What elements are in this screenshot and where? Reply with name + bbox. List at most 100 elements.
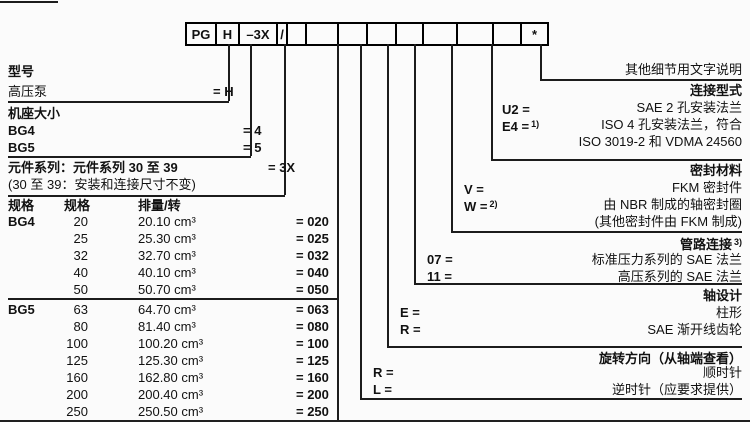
- connection-type-extra: ISO 3019-2 和 VDMA 24560: [578, 134, 742, 149]
- size-row-code: = 200: [296, 387, 329, 402]
- model-label: 高压泵: [8, 84, 48, 99]
- size-row-code: = 020: [296, 214, 329, 229]
- size-row-code: = 063: [296, 302, 329, 317]
- code-box-shaft: [366, 22, 397, 46]
- option-code: V =: [464, 182, 484, 197]
- divider-shaft: [387, 346, 742, 348]
- size-row-displacement: 162.80 cm³: [138, 370, 204, 385]
- shaft-option-desc: 柱形: [715, 305, 742, 320]
- option-code: U2 =: [502, 102, 530, 117]
- size-table-row: 125 125.30 cm³ = 125: [0, 353, 350, 369]
- size-row-displacement: 250.50 cm³: [138, 404, 204, 419]
- size-row-displacement: 100.20 cm³: [138, 336, 204, 351]
- divider-connection-type: [491, 159, 742, 161]
- code-box-seal: [422, 22, 458, 46]
- code-box-reserve: [492, 22, 522, 46]
- size-row-size: 100: [66, 336, 88, 351]
- rotation-option-label: L =: [373, 382, 392, 397]
- size-table-row: 80 81.40 cm³ = 080: [0, 319, 350, 335]
- rotation-option-desc: 逆时针（应要求提供）: [611, 382, 742, 397]
- size-row-code: = 040: [296, 265, 329, 280]
- size-table-row: 200 200.40 cm³ = 200: [0, 387, 350, 403]
- connector-line-other-details: [540, 44, 542, 79]
- divider-series: [8, 195, 285, 197]
- size-column-header: 规格: [64, 198, 91, 213]
- divider-size-groups: [8, 298, 338, 300]
- size-row-group: BG5: [8, 302, 35, 317]
- connector-line-rotation: [360, 44, 362, 398]
- size-row-size: 50: [73, 282, 88, 297]
- option-code: W =: [464, 199, 488, 214]
- connector-line-pipe: [414, 44, 416, 283]
- connection-type-option-desc: ISO 4 孔安装法兰，符合: [601, 117, 742, 132]
- size-table-row: 50 50.70 cm³ = 050: [0, 282, 350, 298]
- size-row-group: BG4: [8, 214, 35, 229]
- divider-other-details: [540, 79, 742, 81]
- size-row-displacement: 32.70 cm³: [138, 248, 196, 263]
- pipe-option-label: 07 =: [427, 252, 453, 267]
- size-row-code: = 080: [296, 319, 329, 334]
- code-box-size: [305, 22, 339, 46]
- code-box-pg: PG: [185, 22, 217, 46]
- size-row-code: = 160: [296, 370, 329, 385]
- connector-line-seal: [451, 44, 453, 231]
- page-bottom-border: [0, 420, 750, 422]
- size-table-row: 250 250.50 cm³ = 250: [0, 404, 350, 420]
- connector-line-connection-type: [491, 44, 493, 159]
- divider-model: [8, 101, 229, 103]
- section-title-text: 管路连接: [679, 237, 732, 252]
- code-box-connection-type: [456, 22, 494, 46]
- size-row-size: 160: [66, 370, 88, 385]
- model-section-title: 型号: [8, 64, 35, 79]
- model-value: = H: [213, 84, 234, 99]
- size-row-displacement: 64.70 cm³: [138, 302, 196, 317]
- seal-option-desc: 由 NBR 制成的轴密封圈: [603, 197, 742, 212]
- frame-size-value-bg5: = 5: [243, 140, 262, 155]
- code-box-other-details: *: [520, 22, 549, 46]
- shaft-option-desc: SAE 渐开线齿轮: [647, 322, 742, 337]
- size-table-row: 160 162.80 cm³ = 160: [0, 370, 350, 386]
- frame-size-label-bg5: BG5: [8, 140, 35, 155]
- shaft-option-label: R =: [400, 322, 421, 337]
- size-row-size: 125: [66, 353, 88, 368]
- size-section-title: 规格: [8, 198, 35, 213]
- seal-material-extra: (其他密封件由 FKM 制成): [594, 214, 742, 229]
- code-box-pump-type: H: [215, 22, 240, 46]
- series-note: (30 至 39：安装和连接尺寸不变): [8, 177, 196, 192]
- rotation-option-label: R =: [373, 365, 394, 380]
- seal-option-label: W =2): [464, 197, 498, 214]
- size-row-size: 25: [73, 231, 88, 246]
- size-row-size: 200: [66, 387, 88, 402]
- size-row-code: = 025: [296, 231, 329, 246]
- size-row-code: = 050: [296, 282, 329, 297]
- size-row-size: 250: [66, 404, 88, 419]
- connection-type-option-label: E4 =1): [502, 117, 539, 134]
- size-table-row: 100 100.20 cm³ = 100: [0, 336, 350, 352]
- size-row-code: = 100: [296, 336, 329, 351]
- seal-option-desc: FKM 密封件: [671, 180, 742, 195]
- size-row-displacement: 125.30 cm³: [138, 353, 204, 368]
- size-row-size: 20: [73, 214, 88, 229]
- size-row-size: 40: [73, 265, 88, 280]
- size-row-displacement: 25.30 cm³: [138, 231, 196, 246]
- divider-seal: [451, 231, 742, 233]
- displacement-column-header: 排量/转: [138, 198, 181, 213]
- seal-option-label: V =: [464, 180, 486, 197]
- divider-rotation: [360, 398, 742, 400]
- divider-frame-size: [8, 156, 251, 158]
- model-code-row: PG H –3X / *: [185, 22, 549, 46]
- connector-line-shaft: [387, 44, 389, 346]
- frame-size-label-bg4: BG4: [8, 123, 35, 138]
- other-details-title: 其他细节用文字说明: [624, 62, 742, 77]
- size-table-row: 40 40.10 cm³ = 040: [0, 265, 350, 281]
- size-row-code: = 032: [296, 248, 329, 263]
- connector-line-frame-size: [250, 44, 252, 156]
- size-row-displacement: 40.10 cm³: [138, 265, 196, 280]
- code-box-frame-size: [286, 22, 307, 46]
- code-box-pipe-connection: [395, 22, 424, 46]
- footnote-mark: 1): [531, 119, 540, 129]
- pipe-option-label: 11 =: [427, 269, 452, 284]
- rotation-title: 旋转方向（从轴端查看）: [598, 351, 742, 366]
- size-table-row: 25 25.30 cm³ = 025: [0, 231, 350, 247]
